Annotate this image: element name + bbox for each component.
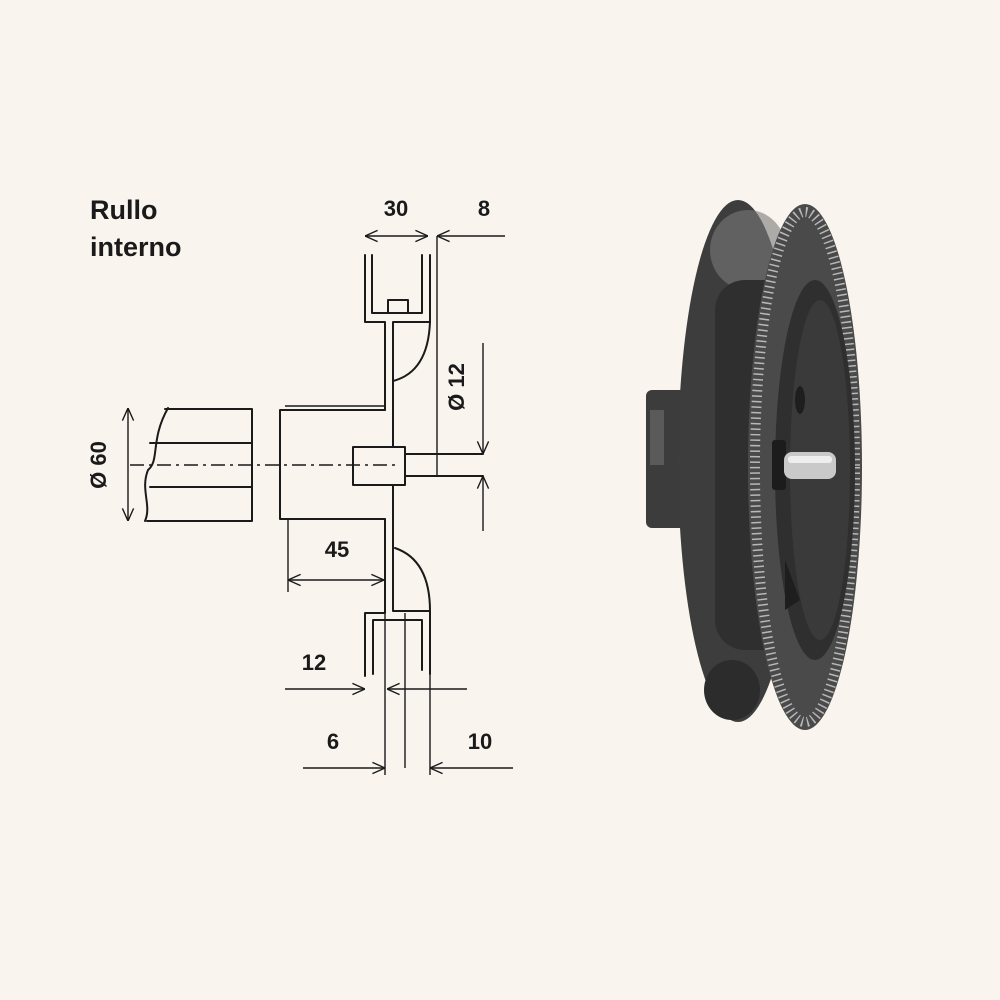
- title-line-1: Rullo: [90, 195, 158, 225]
- title-line-2: interno: [90, 232, 182, 262]
- dim-shaft-diameter-label: Ø 12: [444, 363, 469, 411]
- dim-6-label: 6: [327, 729, 339, 754]
- top-channel: [364, 254, 431, 448]
- hub: [279, 405, 484, 520]
- bottom-channel: [364, 484, 431, 677]
- tube-section: [130, 407, 400, 522]
- shaft-collar: [772, 440, 786, 490]
- dimension-lines: [128, 236, 513, 775]
- pulley-image: [646, 200, 862, 730]
- dim-tube-diameter-label: Ø 60: [86, 441, 111, 489]
- dim-45-label: 45: [325, 537, 349, 562]
- dim-12-label: 12: [302, 650, 326, 675]
- dim-8-label: 8: [478, 196, 490, 221]
- dim-10-label: 10: [468, 729, 492, 754]
- dim-30-label: 30: [384, 196, 408, 221]
